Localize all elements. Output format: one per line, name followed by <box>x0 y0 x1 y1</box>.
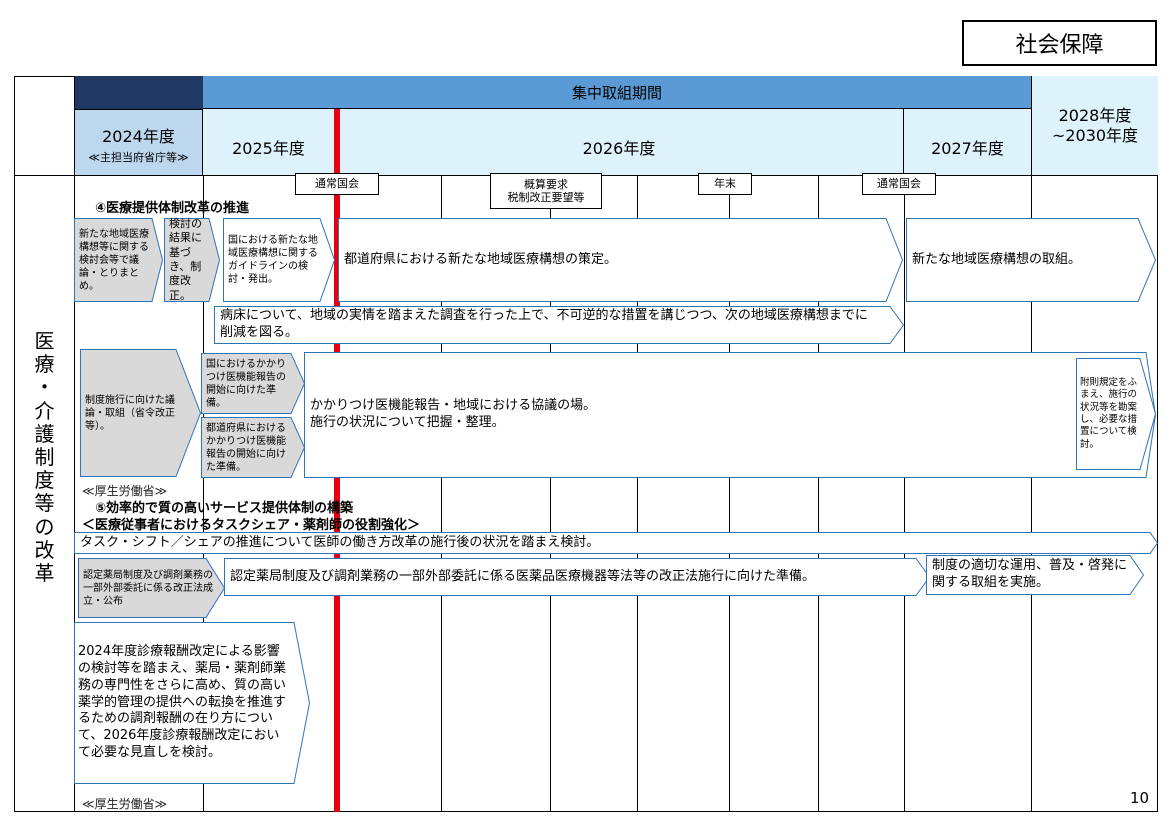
s5-arrow-e: 2024年度診療報酬改定による影響の検討等を踏まえ、薬局・薬剤師業務の専門性をさ… <box>74 622 311 784</box>
category-char: 等 <box>34 491 55 516</box>
milestone-budget-request-line2: 税制改正要望等 <box>507 191 585 204</box>
s4-arrow-i: 都道府県におけるかかりつけ医機能報告の開始に向けた準備。 <box>201 417 306 478</box>
category-tag: 社会保障 <box>962 20 1157 66</box>
s4-arrow-b: 検討の結果に基づき、制度改正。 <box>164 217 221 302</box>
s4-arrow-j: かかりつけ医機能報告・地域における協議の場。 施行の状況について把握・整理。 <box>304 352 1157 478</box>
s4-arrow-g: 制度施行に向けた議論・取組（省令改正等）。 <box>80 349 202 477</box>
s4-arrow-k: 附則規定をふまえ、施行の状況等を勘案し、必要な措置について検討。 <box>1076 358 1157 470</box>
s5-arrow-a: タスク・シフト／シェアの推進について医師の働き方改革の施行後の状況を踏まえ検討。 <box>74 532 1159 554</box>
grid-line <box>441 175 442 812</box>
s5-arrow-c-text: 認定薬局制度及び調剤業務の一部外部委託に係る医薬品医療機器等法等の改正法施行に向… <box>230 568 816 584</box>
grid-line <box>637 175 638 812</box>
s4-arrow-h-text: 国におけるかかりつけ医機能報告の開始に向けた準備。 <box>206 358 286 409</box>
s4-arrow-c-text: 国における新たな地域医療構想に関するガイドラインの検討・発出。 <box>228 235 318 285</box>
category-char: 制 <box>34 444 55 469</box>
s4-arrow-a: 新たな地域医療構想等に関する検討会等で議論・とりまとめ。 <box>74 218 164 302</box>
s4-arrow-d-text: 都道府県における新たな地域医療構想の策定。 <box>344 251 618 267</box>
header-year-2024-ministry: ≪主担当府省庁等≫ <box>88 151 189 164</box>
section4-ministry: ≪厚生労働省≫ <box>82 484 168 498</box>
s4-arrow-j-text: かかりつけ医機能報告・地域における協議の場。 施行の状況について把握・整理。 <box>304 352 1156 478</box>
s5-arrow-d: 制度の適切な運用、普及・啓発に関する取組を実施。 <box>926 555 1145 595</box>
header-year-2024: 2024年度 ≪主担当府省庁等≫ <box>75 109 203 175</box>
category-char: ・ <box>34 375 55 400</box>
s4-arrow-a-text: 新たな地域医療構想等に関する検討会等で議論・とりまとめ。 <box>79 228 149 292</box>
s4-arrow-g-text: 制度施行に向けた議論・取組（省令改正等）。 <box>85 394 175 432</box>
header-year-2024-label: 2024年度 <box>102 127 175 146</box>
category-char: 護 <box>34 421 55 446</box>
s5-arrow-d-text: 制度の適切な運用、普及・啓発に関する取組を実施。 <box>932 558 1128 590</box>
header-year-2027: 2027年度 <box>904 109 1031 175</box>
s4-arrow-i-text: 都道府県におけるかかりつけ医機能報告の開始に向けた準備。 <box>206 422 287 473</box>
s5-arrow-c: 認定薬局制度及び調剤業務の一部外部委託に係る医薬品医療機器等法等の改正法施行に向… <box>224 558 931 596</box>
s5-arrow-e-text: 2024年度診療報酬改定による影響の検討等を踏まえ、薬局・薬剤師業務の専門性をさ… <box>78 643 287 761</box>
category-char: 革 <box>34 560 55 585</box>
milestone-budget-request: 概算要求 税制改正要望等 <box>490 173 602 209</box>
s4-arrow-f-text: 病床について、地域の実情を踏まえた調査を行った上で、不可逆的な措置を講じつつ、次… <box>220 308 868 340</box>
section4-title: ④医療提供体制改革の推進 <box>95 201 250 216</box>
category-title-vertical: 医 療 ・ 介 護 制 度 等 の 改 革 <box>14 329 75 585</box>
header-year-2028-line1: 2028年度 <box>1058 105 1132 125</box>
s4-arrow-e-text: 新たな地域医療構想の取組。 <box>912 251 1082 267</box>
category-column <box>14 76 75 812</box>
s4-arrow-c: 国における新たな地域医療構想に関するガイドラインの検討・発出。 <box>223 218 336 302</box>
section5-title: ⑤効率的で質の高いサービス提供体制の構築 <box>95 501 354 516</box>
s5-arrow-b: 認定薬局制度及び調剤業務の一部外部委託に係る改正法成立・公布 <box>78 558 226 618</box>
milestone-ordinary-diet-2027: 通常国会 <box>862 173 936 195</box>
category-char: 介 <box>34 398 55 423</box>
grid-line <box>904 175 905 812</box>
category-char: 医 <box>34 329 55 353</box>
grid-line <box>818 175 819 812</box>
milestone-ordinary-diet-2025: 通常国会 <box>295 173 379 195</box>
category-char: 改 <box>34 537 55 562</box>
s4-arrow-j-line2: 施行の状況について把握・整理。 <box>310 415 505 430</box>
header-year-2026: 2026年度 <box>335 109 904 175</box>
s4-arrow-d: 都道府県における新たな地域医療構想の策定。 <box>338 218 904 302</box>
s4-arrow-k-text: 附則規定をふまえ、施行の状況等を勘案し、必要な措置について検討。 <box>1080 376 1138 450</box>
grid-line <box>550 175 551 812</box>
grid-line <box>729 175 730 812</box>
milestone-budget-request-line1: 概算要求 <box>524 177 568 191</box>
grid-line <box>203 175 204 812</box>
s4-arrow-f: 病床について、地域の実情を踏まえた調査を行った上で、不可逆的な措置を講じつつ、次… <box>214 306 905 344</box>
page-number: 10 <box>1130 789 1150 807</box>
s4-arrow-e: 新たな地域医療構想の取組。 <box>906 218 1157 302</box>
category-char: の <box>34 514 55 539</box>
section5-ministry: ≪厚生労働省≫ <box>82 797 168 811</box>
milestone-year-end: 年末 <box>698 173 752 195</box>
header-focus-period: 集中取組期間 <box>203 76 1031 109</box>
header-year-2028-2030: 2028年度 ~2030年度 <box>1031 76 1158 175</box>
category-char: 療 <box>34 352 55 377</box>
section5-subtitle: ＜医療従事者におけるタスクシェア・薬剤師の役割強化＞ <box>82 518 421 533</box>
category-char: 度 <box>34 468 55 493</box>
s4-arrow-j-line1: かかりつけ医機能報告・地域における協議の場。 <box>310 398 597 414</box>
s4-arrow-b-text: 検討の結果に基づき、制度改正。 <box>169 217 202 302</box>
header-year-2028-line2: ~2030年度 <box>1051 125 1139 145</box>
grid-line <box>1031 175 1032 812</box>
s5-arrow-a-text: タスク・シフト／シェアの推進について医師の働き方改革の施行後の状況を踏まえ検討。 <box>80 534 600 550</box>
header-year-2025: 2025年度 <box>203 109 335 175</box>
s4-arrow-h: 国におけるかかりつけ医機能報告の開始に向けた準備。 <box>201 353 306 414</box>
s5-arrow-b-text: 認定薬局制度及び調剤業務の一部外部委託に係る改正法成立・公布 <box>83 569 213 607</box>
